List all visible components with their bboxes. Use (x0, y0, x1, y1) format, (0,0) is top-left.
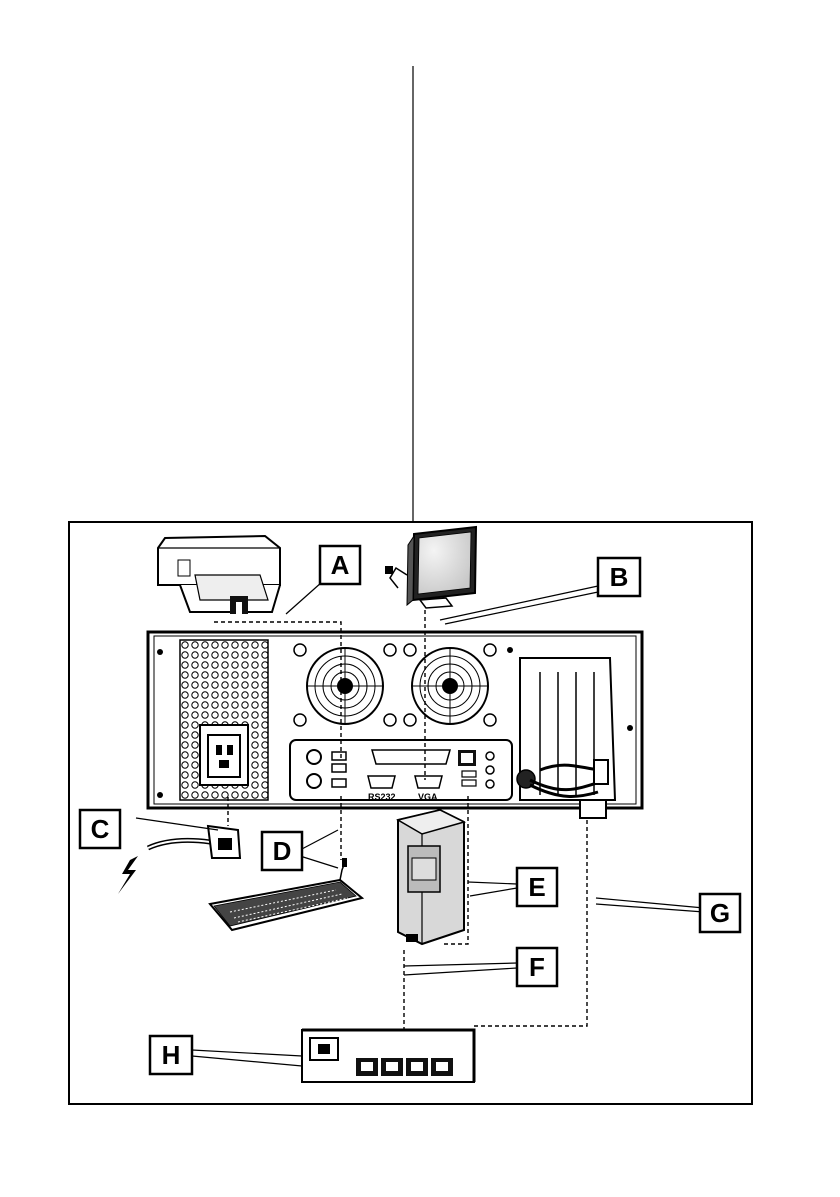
callout-a: A (320, 546, 360, 584)
computer-rear-panel: RS232 VGA (148, 632, 642, 808)
svg-text:H: H (162, 1040, 181, 1070)
callout-h: H (150, 1036, 192, 1074)
network-switch-icon (302, 1030, 474, 1082)
port-label-video: VGA (418, 792, 438, 802)
callout-e: E (517, 868, 557, 906)
svg-text:D: D (273, 836, 292, 866)
port-label-serial: RS232 (368, 792, 396, 802)
callout-b: B (598, 558, 640, 596)
svg-text:A: A (331, 550, 350, 580)
svg-text:E: E (528, 872, 545, 902)
fan-icon (290, 640, 400, 730)
callout-c: C (80, 810, 120, 848)
svg-text:G: G (710, 898, 730, 928)
callout-d: D (262, 832, 302, 870)
callout-g: G (700, 894, 740, 932)
svg-text:F: F (529, 952, 545, 982)
external-module-icon (398, 810, 464, 944)
svg-text:C: C (91, 814, 110, 844)
callout-f: F (517, 948, 557, 986)
svg-text:B: B (610, 562, 629, 592)
figure-frame (69, 522, 752, 1104)
